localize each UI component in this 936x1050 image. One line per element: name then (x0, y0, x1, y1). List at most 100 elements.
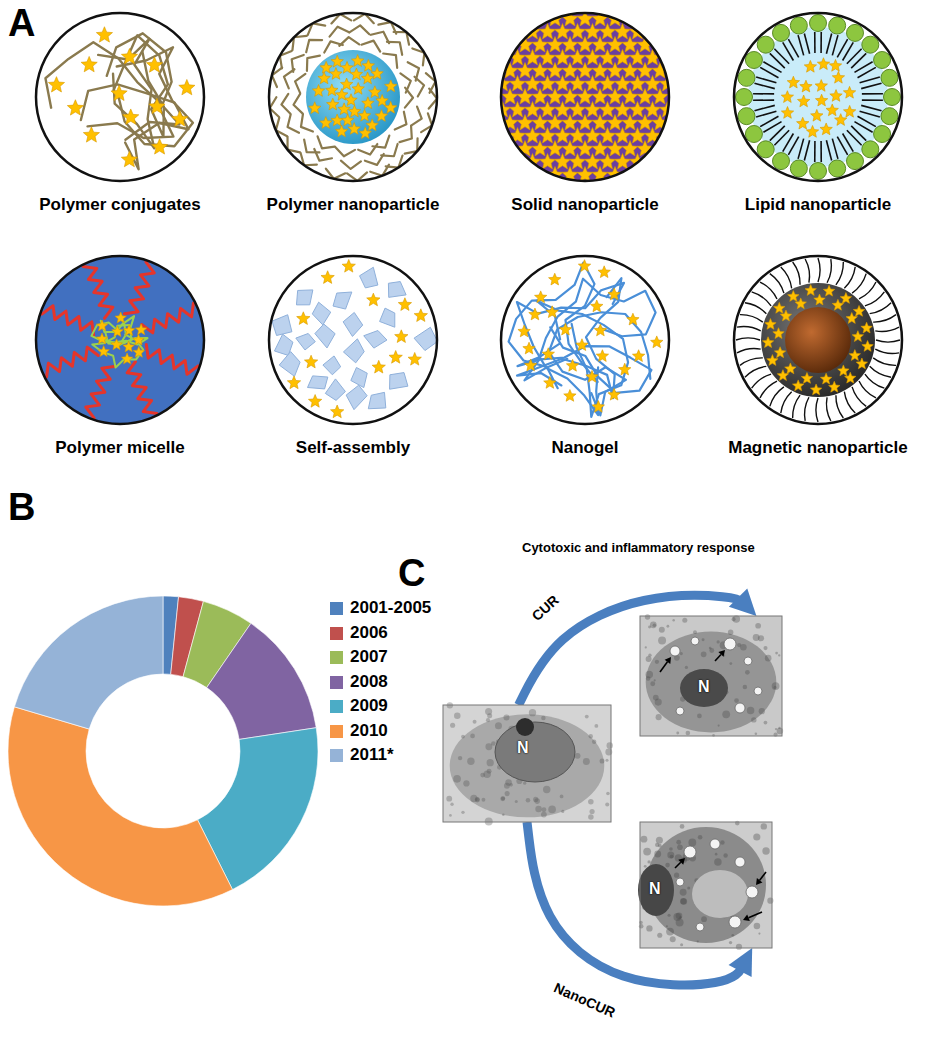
drug-star (547, 63, 563, 78)
drug-star (398, 298, 411, 311)
illustration-shape (847, 24, 864, 41)
illustration-shape (765, 655, 772, 662)
illustration-shape (720, 840, 724, 844)
drug-star (554, 102, 570, 117)
drug-star (371, 67, 383, 79)
illustration-shape (770, 387, 784, 406)
illustration-shape (851, 126, 866, 141)
illustration-shape (753, 93, 774, 95)
donut-segment (14, 596, 163, 729)
illustration-shape (804, 33, 809, 53)
illustration-shape (873, 315, 896, 322)
drug-star (524, 102, 540, 117)
illustration-shape (86, 366, 116, 418)
drug-star (318, 72, 330, 84)
illustration-shape (656, 837, 663, 844)
illustration-shape (315, 324, 335, 348)
illustration-shape (395, 112, 407, 130)
drug-star (123, 341, 134, 352)
drug-star (532, 89, 548, 104)
illustration-shape (790, 160, 807, 177)
drug-star (320, 117, 332, 129)
illustration-shape (640, 822, 772, 948)
illustration-shape (788, 39, 798, 57)
illustration-shape (592, 740, 596, 744)
drug-star (532, 37, 548, 52)
illustration-shape (735, 703, 745, 713)
arrow-head (729, 948, 753, 977)
drug-star (576, 339, 588, 351)
illustration-shape (318, 136, 335, 148)
illustration-shape (686, 731, 691, 736)
drug-star (569, 50, 585, 65)
drug-star (502, 89, 518, 104)
illustration-shape (736, 944, 742, 950)
drug-star (524, 128, 540, 143)
drug-star (614, 50, 630, 65)
illustration-shape (755, 732, 758, 735)
drug-star (856, 358, 867, 369)
legend-row: 2010 (330, 721, 388, 741)
drug-star (810, 384, 821, 395)
particle-outline (501, 13, 669, 181)
illustration-shape (324, 41, 343, 52)
shape-group (267, 254, 439, 426)
illustration-shape (450, 714, 605, 817)
illustration-shape (304, 140, 319, 153)
illustration-shape (826, 397, 830, 421)
drug-star (547, 115, 563, 130)
drug-star (629, 102, 645, 117)
drug-star (133, 334, 144, 345)
drug-star (358, 109, 370, 121)
legend-swatch (330, 602, 343, 615)
illustration-shape (804, 140, 809, 160)
drug-star (795, 298, 806, 309)
drug-star (342, 259, 355, 272)
particle-label: Nanogel (471, 438, 699, 458)
illustration-shape (349, 25, 369, 34)
illustration-shape (502, 813, 505, 816)
illustration-shape (654, 679, 656, 681)
drug-star (326, 84, 338, 96)
illustration-shape (606, 759, 609, 762)
legend-row: 2006 (330, 623, 388, 643)
illustration-shape (668, 914, 671, 917)
drug-star (367, 293, 380, 306)
drug-star (797, 95, 809, 107)
drug-star (297, 312, 310, 325)
illustration-shape (482, 798, 486, 802)
illustration-shape (760, 282, 777, 299)
legend-swatch (330, 725, 343, 738)
illustration-shape (754, 687, 762, 695)
particle-illustration (708, 9, 928, 185)
drug-star (83, 127, 99, 142)
illustration-shape (541, 812, 547, 818)
illustration-shape (415, 77, 425, 97)
illustration-shape (463, 780, 469, 786)
shape-group (34, 11, 206, 183)
illustration-shape (793, 395, 800, 418)
illustration-shape (816, 398, 818, 422)
shape-group (499, 254, 671, 426)
drug-star (539, 128, 555, 143)
illustration-shape (774, 130, 789, 145)
drug-star (341, 114, 353, 126)
illustration-shape (676, 919, 684, 927)
illustration-shape (793, 262, 800, 285)
illustration-shape (400, 126, 412, 142)
illustration-shape (594, 724, 598, 728)
drug-star (539, 76, 555, 91)
illustration-shape (691, 637, 699, 645)
nanocarrier-node: Self-assembly (239, 252, 467, 458)
illustration-shape (267, 254, 439, 426)
drug-star (823, 285, 834, 296)
drug-star (535, 291, 547, 303)
illustration-shape (307, 56, 320, 71)
illustration-shape (585, 715, 589, 719)
drug-star (792, 380, 803, 391)
illustration-shape (333, 292, 352, 309)
illustration-shape (701, 652, 707, 658)
drug-star (384, 101, 396, 113)
micrograph-panel: N (640, 616, 782, 736)
drug-star (607, 63, 623, 78)
